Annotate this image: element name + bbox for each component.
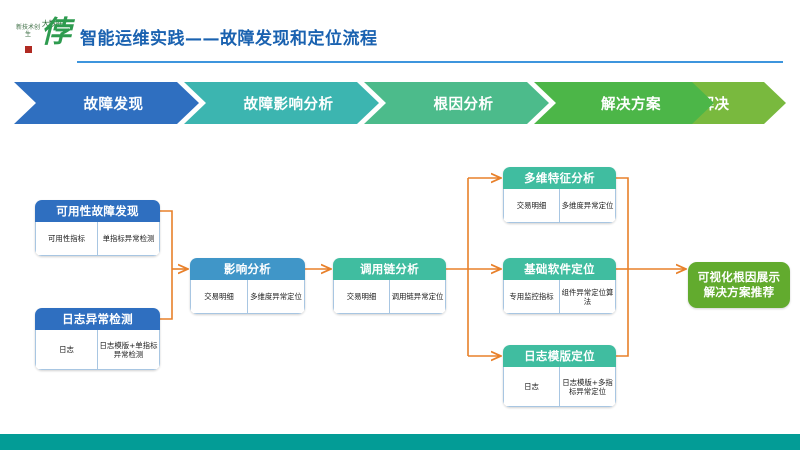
page-header: 新技术创生 大数据 侼 智能运维实践——故障发现和定位流程 xyxy=(0,0,800,63)
flow-node-cells: 交易明细 调用链异常定位 xyxy=(333,280,446,314)
stage-chevron-bar: 故障发现故障影响分析根因分析解决方案故障解决 xyxy=(14,82,786,124)
flow-node-cell: 交易明细 xyxy=(516,201,547,210)
flow-node-cells: 交易明细 多维度异常定位 xyxy=(503,189,616,223)
connector-line xyxy=(160,269,173,320)
flow-node-cells: 交易明细 多维度异常定位 xyxy=(190,280,305,314)
flow-node-cells: 日志 日志模版+多指标异常定位 xyxy=(503,367,616,407)
title-underline-divider xyxy=(77,61,783,63)
flow-node-title: 基础软件定位 xyxy=(503,258,616,280)
flow-node-cell: 日志 xyxy=(59,345,74,354)
flow-node-cell: 日志模版+单指标异常检测 xyxy=(97,330,159,369)
flow-node-final-label: 可视化根因展示解决方案推荐 xyxy=(697,270,781,299)
flow-node-title: 多维特征分析 xyxy=(503,167,616,189)
logo-brush-glyph: 侼 xyxy=(41,15,71,50)
flow-node-base-software-location[interactable]: 基础软件定位专用监控指标组件异常定位算法 xyxy=(503,258,616,314)
flow-node-cell: 多维度异常定位 xyxy=(559,189,615,222)
stage-chevron-2[interactable]: 故障影响分析 xyxy=(184,82,379,124)
stage-chevron-label: 根因分析 xyxy=(433,96,494,113)
flow-node-title: 调用链分析 xyxy=(333,258,446,280)
flow-node-title: 日志异常检测 xyxy=(35,308,160,330)
flow-connectors xyxy=(160,140,800,430)
flow-node-cell: 多维度异常定位 xyxy=(247,280,304,313)
stage-chevron-3[interactable]: 根因分析 xyxy=(364,82,549,124)
flow-node-log-anomaly-detection[interactable]: 日志异常检测日志 日志模版+单指标异常检测 xyxy=(35,308,160,370)
flow-node-cell: 调用链异常定位 xyxy=(389,280,445,313)
brand-logo: 新技术创生 大数据 侼 xyxy=(14,16,74,56)
flow-node-availability-fault-discovery[interactable]: 可用性故障发现可用性指标 单指标异常检测 xyxy=(35,200,160,256)
page-title: 智能运维实践——故障发现和定位流程 xyxy=(80,29,378,49)
flow-node-title: 可用性故障发现 xyxy=(35,200,160,222)
stage-chevron-1[interactable]: 故障发现 xyxy=(14,82,199,124)
footer-accent-bar xyxy=(0,434,800,450)
connector-line xyxy=(616,177,629,269)
flow-node-cell: 专用监控指标 xyxy=(509,292,554,301)
stage-chevron-label: 解决方案 xyxy=(601,96,661,113)
flow-node-cell: 可用性指标 xyxy=(48,234,85,243)
stage-chevron-4[interactable]: 解决方案 xyxy=(534,82,714,124)
flow-node-log-template-location[interactable]: 日志模版定位日志 日志模版+多指标异常定位 xyxy=(503,345,616,407)
stage-chevron-label: 故障发现 xyxy=(83,96,144,113)
flow-node-cells: 专用监控指标组件异常定位算法 xyxy=(503,280,616,314)
flow-node-cell: 组件异常定位算法 xyxy=(559,280,615,313)
flow-node-title: 日志模版定位 xyxy=(503,345,616,367)
flow-node-call-chain-analysis[interactable]: 调用链分析交易明细 调用链异常定位 xyxy=(333,258,446,314)
flow-node-multi-dimensional-feature-analysis[interactable]: 多维特征分析交易明细 多维度异常定位 xyxy=(503,167,616,223)
flow-node-cell: 日志模版+多指标异常定位 xyxy=(559,367,615,406)
fault-location-flowchart: 可用性故障发现可用性指标单指标异常检测日志异常检测日志日志模版+单指标异常检测影… xyxy=(0,140,800,430)
connector-line xyxy=(616,269,629,357)
stage-chevron-label: 故障影响分析 xyxy=(243,96,334,113)
logo-side-text: 大数据 xyxy=(41,19,63,29)
flow-node-title: 影响分析 xyxy=(190,258,305,280)
flow-node-root-cause-visualization[interactable]: 可视化根因展示解决方案推荐 xyxy=(688,262,790,308)
flow-node-cell: 交易明细 xyxy=(204,292,234,301)
flow-node-cell: 交易明细 xyxy=(346,292,377,301)
logo-small-text: 新技术创生 xyxy=(16,24,41,38)
flow-node-cells: 可用性指标 单指标异常检测 xyxy=(35,222,160,256)
flow-node-cell: 日志 xyxy=(524,382,539,391)
connector-line xyxy=(160,210,173,269)
flow-node-cells: 日志 日志模版+单指标异常检测 xyxy=(35,330,160,370)
flow-node-impact-analysis[interactable]: 影响分析交易明细 多维度异常定位 xyxy=(190,258,305,314)
logo-red-seal-icon xyxy=(25,46,32,53)
flow-node-cell: 单指标异常检测 xyxy=(97,222,159,255)
